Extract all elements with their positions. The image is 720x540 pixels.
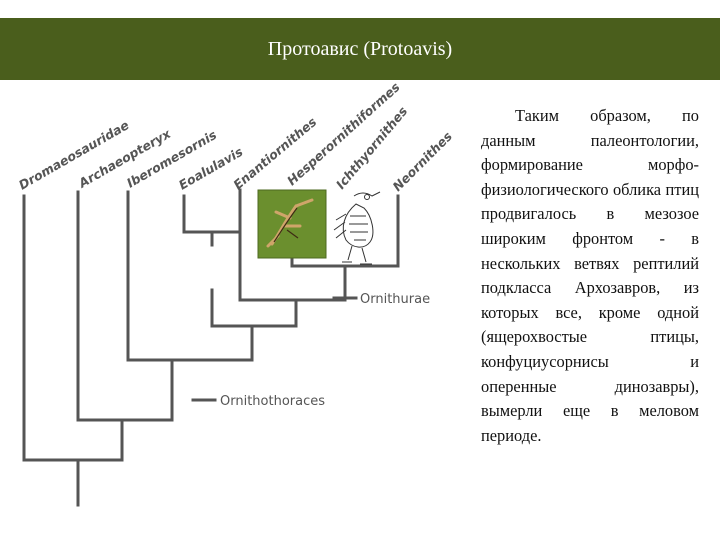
protoavis-fossil-photo [257,189,327,259]
node-label-ornithurae: Ornithurae [360,292,430,307]
body-paragraph: Таким образом, по данным палеонтологии, … [481,106,699,445]
branch-archaeopteryx [76,190,174,422]
branch-hesperornithiformes-ornithurae [238,188,347,302]
taxon-label-enantiornithes: Enantiornithes [230,114,319,192]
branch-eoalulavis-enantiornithes [182,194,240,234]
bird-skeleton-drawing [333,191,381,265]
node-label-ornithothoraces: Ornithothoraces [220,394,325,409]
branch-iberomesornis [126,190,254,362]
branch-dromaeosauridae [22,194,124,462]
taxon-label-neornithes: Neornithes [390,129,456,195]
body-text: Таким образом, по данным палеонтологии, … [481,104,699,448]
slide-title: Протоавис (Protoavis) [267,38,453,60]
cladogram: Dromaeosauridae Archaeopteryx Iberomesor… [16,80,456,507]
title-bar: Протоавис (Protoavis) [0,18,720,80]
branch-enantiornithine-join [210,288,298,328]
cladogram-branches [22,188,400,507]
